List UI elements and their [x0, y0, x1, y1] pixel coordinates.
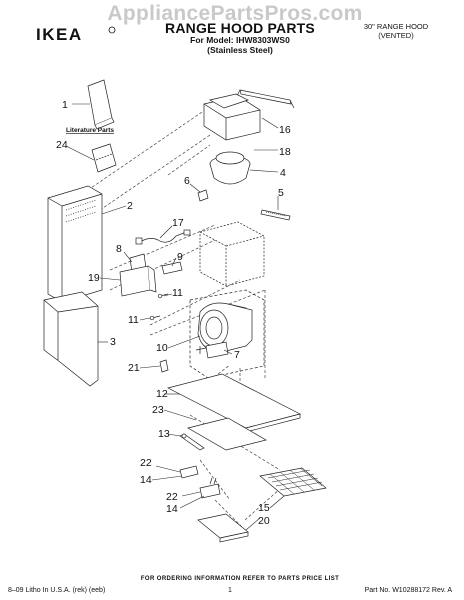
duct-collar — [209, 151, 251, 185]
hood-type-line-1: 30" RANGE HOOD — [363, 22, 429, 31]
page-title: RANGE HOOD PARTS — [165, 20, 315, 36]
literature-parts-label: Literature Parts — [66, 127, 114, 134]
small-fitting — [159, 359, 169, 373]
callout-16: 16 — [279, 124, 291, 136]
assembly-guide-lines — [87, 109, 291, 531]
ikea-logo: IKEA — [36, 25, 116, 42]
screw-lower — [149, 315, 161, 321]
callout-10: 10 — [156, 342, 168, 354]
callout-22-lower: 22 — [166, 491, 178, 503]
screw-upper — [157, 293, 169, 299]
callout-20: 20 — [258, 515, 270, 527]
callout-15: 15 — [258, 502, 270, 514]
ikea-logo-text: IKEA — [36, 25, 83, 42]
callout-8: 8 — [116, 243, 122, 255]
finish-line: (Stainless Steel) — [207, 45, 273, 55]
filter-strip — [260, 209, 291, 221]
upper-duct-cover — [47, 185, 103, 303]
callout-22-upper: 22 — [140, 457, 152, 469]
callout-11-lower: 11 — [128, 314, 139, 326]
chassis-frame — [199, 221, 265, 287]
motor-plate — [195, 341, 229, 359]
socket-upper — [179, 465, 199, 479]
lower-duct-cover — [43, 291, 99, 387]
callout-14-lower: 14 — [166, 503, 178, 515]
model-line: For Model: IHW8303WS0 — [190, 35, 290, 45]
callout-labels: 1 24 16 18 4 6 2 5 17 8 9 19 11 11 3 10 … — [56, 99, 291, 527]
ordering-note: FOR ORDERING INFORMATION REFER TO PARTS … — [140, 576, 340, 582]
callout-18: 18 — [279, 146, 291, 158]
lens-panel — [187, 417, 267, 451]
callout-9: 9 — [177, 251, 183, 263]
callout-13: 13 — [158, 428, 170, 440]
literature-book — [87, 79, 115, 130]
switch — [161, 261, 183, 275]
print-info: 8–09 Litho In U.S.A. (rek) (eeb) — [8, 587, 106, 594]
callout-19: 19 — [88, 272, 100, 284]
hood-type-line-2: (VENTED) — [378, 31, 414, 40]
callout-24: 24 — [56, 139, 68, 151]
control-housing — [119, 265, 157, 297]
callout-6: 6 — [184, 175, 190, 187]
leader-lines — [65, 103, 285, 531]
callout-21: 21 — [128, 362, 140, 374]
callout-17: 17 — [172, 217, 184, 229]
callout-12: 12 — [156, 388, 168, 400]
hood-bottom-panel — [167, 373, 301, 433]
callout-5: 5 — [278, 187, 284, 199]
page-number: 1 — [228, 587, 232, 594]
socket-lower — [199, 477, 221, 499]
small-clip — [197, 189, 209, 202]
light-cover — [197, 513, 249, 543]
damper-duct — [203, 93, 261, 141]
callout-14-upper: 14 — [140, 474, 152, 486]
callout-4: 4 — [280, 167, 286, 179]
blower-assembly — [197, 302, 253, 353]
callout-1: 1 — [62, 99, 68, 111]
watermark: AppliancePartsPros.com — [107, 2, 363, 25]
callout-11-upper: 11 — [172, 287, 183, 299]
blower-frame — [189, 289, 265, 379]
wire-harness — [135, 229, 191, 245]
callout-7: 7 — [234, 349, 240, 361]
callout-2: 2 — [127, 200, 133, 212]
light-bar — [179, 433, 205, 451]
literature-card — [91, 143, 117, 173]
part-number: Part No. W10288172 Rev. A — [364, 587, 452, 594]
callout-23: 23 — [152, 404, 164, 416]
callout-3: 3 — [110, 336, 116, 348]
grease-filter — [259, 467, 327, 497]
